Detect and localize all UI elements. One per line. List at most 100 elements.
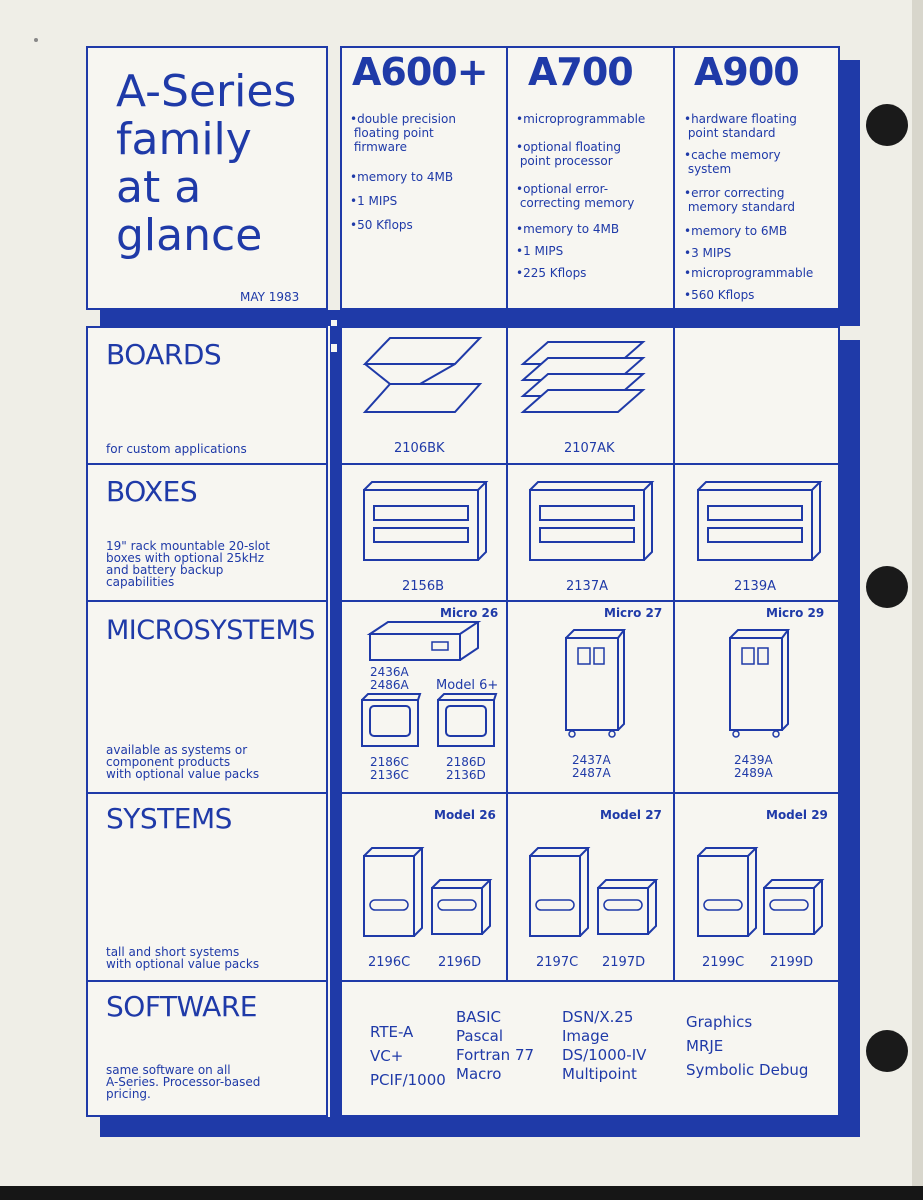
title-line-3: at a <box>116 162 202 213</box>
page-edge <box>912 0 923 1186</box>
spec-item: •560 Kflops <box>684 288 755 302</box>
spec-item: •microprogrammable <box>516 112 646 126</box>
system-part-2196d: 2196D <box>438 955 482 970</box>
gap-notch <box>331 320 337 326</box>
spec-item: •cache memory system <box>684 148 781 176</box>
board-part-2106bk: 2106BK <box>394 441 445 456</box>
micro-part-2439a: 2439A 2489A <box>734 753 773 780</box>
box-part-2137a: 2137A <box>566 579 608 594</box>
system-part-2199d: 2199D <box>770 955 814 970</box>
rack-box-icon <box>363 481 489 561</box>
software-list-3: DSN/X.25 Image DS/1000-IV Multipoint <box>562 1008 647 1083</box>
terminal-icon <box>437 693 498 747</box>
title-line-4: glance <box>116 210 263 261</box>
spec-item: •error correcting memory standard <box>684 186 795 214</box>
model-a700-heading: A700 <box>528 50 634 94</box>
micro-29-tag: Micro 29 <box>766 606 825 620</box>
product-grid <box>340 326 840 1117</box>
micro-27-tag: Micro 27 <box>604 606 663 620</box>
box-part-2156b: 2156B <box>402 579 445 594</box>
binder-hole <box>866 566 908 608</box>
model-29-tag: Model 29 <box>766 808 828 822</box>
spec-item: •optional error- correcting memory <box>516 182 635 210</box>
binder-hole <box>866 104 908 146</box>
divider <box>506 46 508 310</box>
system-part-2199c: 2199C <box>702 955 745 970</box>
spec-item: •memory to 4MB <box>350 170 454 184</box>
micro-part-2186d: 2186D 2136D <box>446 755 486 782</box>
board-part-2107ak: 2107AK <box>564 441 615 456</box>
model-a600-heading: A600+ <box>352 50 489 94</box>
row-label-boards: BOARDS <box>106 338 222 371</box>
system-part-2197d: 2197D <box>602 955 646 970</box>
row-divider <box>86 463 840 465</box>
column-divider <box>673 326 675 980</box>
row-divider <box>86 980 840 982</box>
system-part-2196c: 2196C <box>368 955 411 970</box>
spec-item: •1 MIPS <box>516 244 564 258</box>
publication-date: MAY 1983 <box>240 290 300 304</box>
spec-item: •optional floating point processor <box>516 140 622 168</box>
column-gap-shadow <box>330 326 340 1117</box>
gap-notch <box>331 344 337 352</box>
micro-26-tag: Micro 26 <box>440 606 499 620</box>
spec-item: •3 MIPS <box>684 246 732 260</box>
row-desc-software: same software on all A-Series. Processor… <box>106 1063 261 1101</box>
row-label-boxes: BOXES <box>106 475 198 508</box>
page-bottom-edge <box>0 1186 923 1200</box>
row-desc-boards: for custom applications <box>106 442 247 456</box>
micro-part-2436a: 2436A 2486A <box>370 665 409 692</box>
software-list-2: BASIC Pascal Fortran 77 Macro <box>456 1008 535 1083</box>
page-title: A-Series family at a glance <box>116 68 296 260</box>
title-shadow <box>100 310 350 330</box>
tall-system-icon <box>529 847 591 937</box>
micro-box-icon <box>366 621 482 661</box>
spec-item: •225 Kflops <box>516 266 587 280</box>
floor-cabinet-icon <box>565 629 626 738</box>
spec-item: •1 MIPS <box>350 194 398 208</box>
spec-item: •hardware floating point standard <box>684 112 797 140</box>
paper-speck <box>34 38 38 42</box>
divider <box>673 46 675 310</box>
micro-part-2437a: 2437A 2487A <box>572 753 611 780</box>
system-part-2197c: 2197C <box>536 955 579 970</box>
column-divider <box>506 326 508 980</box>
row-divider <box>86 600 840 602</box>
binder-hole <box>866 1030 908 1072</box>
row-desc-systems: tall and short systems with optional val… <box>106 945 260 971</box>
micro-part-2186c: 2186C 2136C <box>370 755 409 782</box>
spec-item: •double precision floating point firmwar… <box>350 112 456 154</box>
board-stack-icon <box>520 341 646 413</box>
spec-item: •microprogrammable <box>684 266 814 280</box>
software-list-4: Graphics MRJE Symbolic Debug <box>686 1013 809 1079</box>
spec-item: •50 Kflops <box>350 218 413 232</box>
row-label-systems: SYSTEMS <box>106 802 232 835</box>
row-desc-boxes: 19" rack mountable 20-slot boxes with op… <box>106 539 270 589</box>
model-26-tag: Model 26 <box>434 808 496 822</box>
row-desc-microsystems: available as systems or component produc… <box>106 743 260 781</box>
model-header-box <box>340 46 840 310</box>
software-list-1: RTE-A VC+ PCIF/1000 <box>370 1023 446 1089</box>
terminal-icon <box>361 693 422 747</box>
row-label-software: SOFTWARE <box>106 990 257 1023</box>
short-system-icon <box>431 879 493 935</box>
rack-box-icon <box>529 481 655 561</box>
rack-box-icon <box>697 481 823 561</box>
title-line-1: A-Series <box>116 66 297 117</box>
title-box <box>86 46 328 310</box>
short-system-icon <box>597 879 659 935</box>
model-27-tag: Model 27 <box>600 808 662 822</box>
short-system-icon <box>763 879 825 935</box>
row-divider <box>86 792 840 794</box>
tall-system-icon <box>697 847 759 937</box>
title-line-2: family <box>116 114 252 165</box>
spec-item: •memory to 4MB <box>516 222 620 236</box>
board-stack-icon <box>362 337 483 413</box>
row-label-microsystems: MICROSYSTEMS <box>106 615 315 646</box>
floor-cabinet-icon <box>729 629 790 738</box>
model-6-tag: Model 6+ <box>436 678 499 693</box>
tall-system-icon <box>363 847 425 937</box>
label-column <box>86 326 328 1117</box>
box-part-2139a: 2139A <box>734 579 776 594</box>
spec-item: •memory to 6MB <box>684 224 788 238</box>
